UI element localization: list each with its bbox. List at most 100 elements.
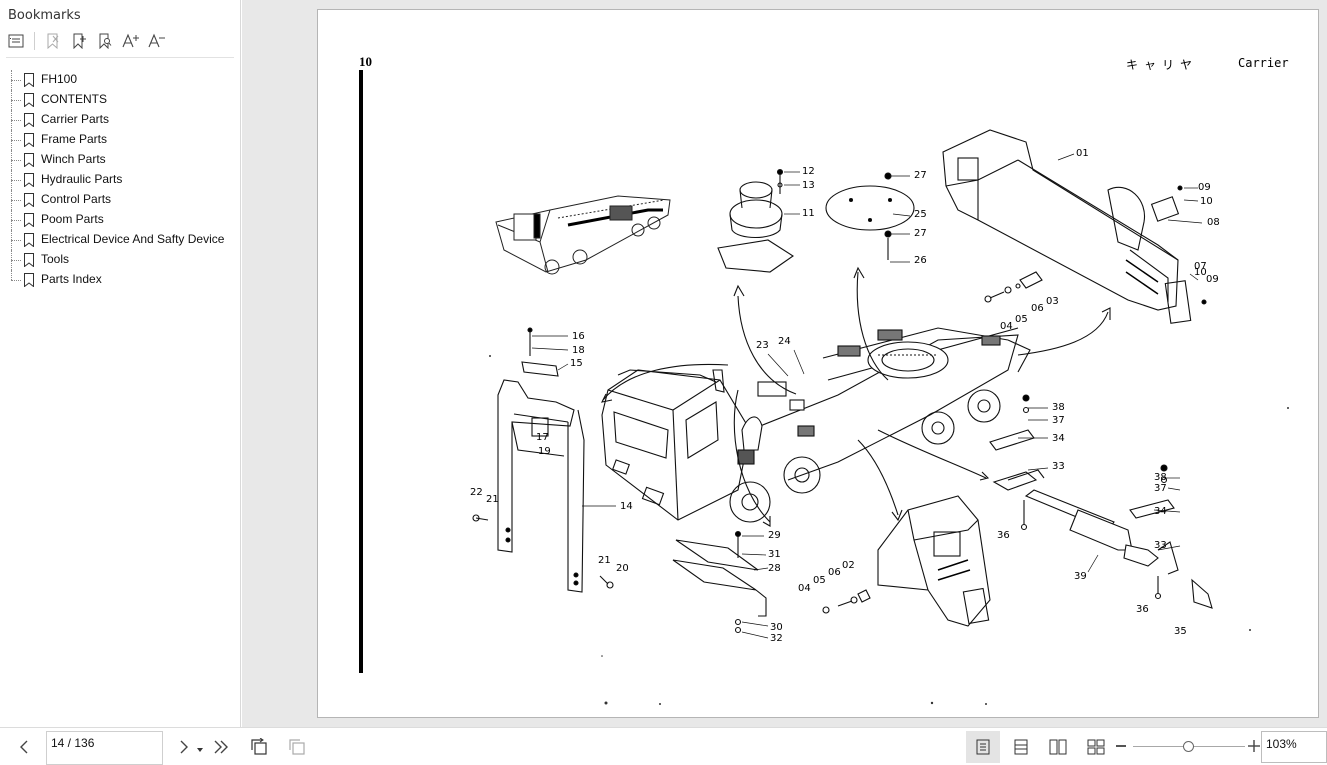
bookmark-item[interactable]: Winch Parts bbox=[8, 150, 238, 170]
zoom-in-button[interactable] bbox=[1248, 739, 1260, 753]
toolbar-separator bbox=[34, 32, 35, 50]
part-callout: 37 bbox=[1154, 483, 1167, 494]
bookmark-delete-icon bbox=[47, 33, 59, 49]
previous-page-button[interactable] bbox=[14, 736, 36, 758]
zoom-slider-handle[interactable] bbox=[1183, 741, 1194, 752]
chevron-right-icon bbox=[180, 740, 188, 754]
part-callout: 36 bbox=[1136, 604, 1149, 615]
rotate-counter-button[interactable] bbox=[286, 736, 308, 758]
bookmark-item[interactable]: CONTENTS bbox=[8, 90, 238, 110]
bookmark-add-icon bbox=[73, 33, 86, 49]
part-callout: 06 bbox=[828, 567, 841, 578]
facing-view-button[interactable] bbox=[1041, 731, 1075, 763]
bookmark-icon bbox=[24, 73, 34, 87]
part-callout: 31 bbox=[768, 549, 781, 560]
part-callout: 37 bbox=[1052, 415, 1065, 426]
add-bookmark-button[interactable] bbox=[67, 30, 91, 52]
continuous-page-icon bbox=[1014, 739, 1028, 755]
bookmarks-panel-title: Bookmarks bbox=[8, 8, 81, 23]
tree-connector bbox=[8, 250, 22, 270]
part-callout: 24 bbox=[778, 336, 791, 347]
exploded-parts-diagram bbox=[359, 70, 1289, 705]
bookmark-item[interactable]: Tools bbox=[8, 250, 238, 270]
zoom-out-button[interactable] bbox=[1116, 745, 1126, 747]
expand-all-button[interactable] bbox=[4, 30, 28, 52]
swing-motor-drawing bbox=[717, 168, 794, 273]
part-callout: 09 bbox=[1206, 274, 1219, 285]
part-callout: 03 bbox=[1046, 296, 1059, 307]
part-callout: 21 bbox=[598, 555, 611, 566]
bookmark-icon bbox=[24, 213, 34, 227]
part-callout: 38 bbox=[1052, 402, 1065, 413]
tree-connector bbox=[8, 270, 22, 290]
single-page-view-button[interactable] bbox=[966, 731, 1000, 763]
tree-connector bbox=[8, 150, 22, 170]
page-number-field[interactable]: 14 / 136 bbox=[46, 731, 203, 765]
bookmark-label: Poom Parts bbox=[41, 212, 104, 226]
last-page-button[interactable] bbox=[210, 736, 232, 758]
part-callout: 13 bbox=[802, 180, 815, 191]
part-callout: 04 bbox=[798, 583, 811, 594]
bookmark-item[interactable]: Hydraulic Parts bbox=[8, 170, 238, 190]
bookmark-item[interactable]: Control Parts bbox=[8, 190, 238, 210]
decrease-text-size-button[interactable] bbox=[145, 30, 169, 52]
page-heading-english: Carrier bbox=[1238, 56, 1289, 70]
rotate-page-button[interactable] bbox=[248, 736, 270, 758]
zoom-level-field[interactable]: 103% bbox=[1261, 731, 1327, 763]
rear-outrigger-box-drawing bbox=[942, 129, 1207, 324]
part-callout: 34 bbox=[1052, 433, 1065, 444]
part-callout: 18 bbox=[572, 345, 585, 356]
carrier-chassis-drawing bbox=[601, 327, 1031, 523]
bookmark-icon bbox=[24, 253, 34, 267]
callout-leader-lines bbox=[531, 153, 1203, 639]
part-callout: 23 bbox=[756, 340, 769, 351]
part-callout: 29 bbox=[768, 530, 781, 541]
page-rotate-disabled-icon bbox=[289, 739, 305, 755]
bookmark-item[interactable]: Carrier Parts bbox=[8, 110, 238, 130]
part-callout: 10 bbox=[1200, 196, 1213, 207]
tree-connector bbox=[8, 210, 22, 230]
part-callout: 14 bbox=[620, 501, 633, 512]
next-page-button[interactable] bbox=[172, 736, 194, 758]
continuous-facing-view-button[interactable] bbox=[1079, 731, 1113, 763]
bookmark-label: Carrier Parts bbox=[41, 112, 110, 126]
part-callout: 32 bbox=[770, 633, 783, 644]
bookmark-label: FH100 bbox=[41, 72, 78, 86]
assembly-arrows bbox=[601, 266, 1111, 527]
step-plates-drawing bbox=[672, 530, 767, 634]
list-options-icon bbox=[8, 34, 24, 48]
tree-connector bbox=[8, 90, 22, 110]
continuous-view-button[interactable] bbox=[1004, 731, 1038, 763]
bookmark-item[interactable]: Frame Parts bbox=[8, 130, 238, 150]
part-callout: 12 bbox=[802, 166, 815, 177]
part-callout: 22 bbox=[470, 487, 483, 498]
front-outrigger-frame-drawing bbox=[472, 327, 614, 593]
increase-text-size-button[interactable] bbox=[119, 30, 143, 52]
bookmark-icon bbox=[24, 173, 34, 187]
bookmark-label: Frame Parts bbox=[41, 132, 108, 146]
bookmark-label: CONTENTS bbox=[41, 92, 107, 106]
tree-connector bbox=[8, 190, 22, 210]
bookmark-item[interactable]: FH100 bbox=[8, 70, 238, 90]
bookmark-item[interactable]: Electrical Device And Safty Device bbox=[8, 230, 238, 250]
part-callout: 28 bbox=[768, 563, 781, 574]
part-callout: 26 bbox=[914, 255, 927, 266]
delete-bookmark-button[interactable] bbox=[41, 30, 65, 52]
page-dropdown-icon[interactable] bbox=[197, 748, 203, 752]
bottom-toolbar: 14 / 136 103% bbox=[0, 727, 1327, 765]
part-callout: 11 bbox=[802, 208, 815, 219]
bookmark-item[interactable]: Parts Index bbox=[8, 270, 238, 290]
bookmarks-toolbar bbox=[4, 30, 171, 52]
bookmark-label: Tools bbox=[41, 252, 70, 266]
part-callout: 27 bbox=[914, 170, 927, 181]
toolbar-divider bbox=[6, 57, 234, 58]
part-callout: 04 bbox=[1000, 321, 1013, 332]
bookmark-item[interactable]: Poom Parts bbox=[8, 210, 238, 230]
part-callout: 36 bbox=[997, 530, 1010, 541]
part-callout: 10 bbox=[1194, 267, 1207, 278]
double-chevron-right-icon bbox=[214, 740, 228, 754]
find-bookmark-button[interactable] bbox=[93, 30, 117, 52]
